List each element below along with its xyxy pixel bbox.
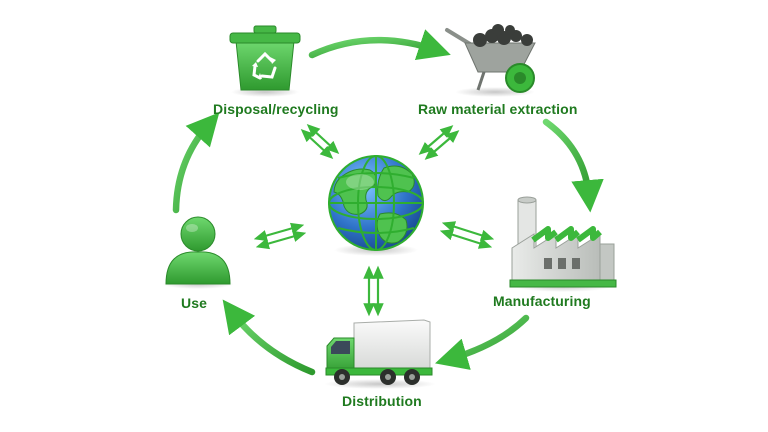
stage-label-manufacturing: Manufacturing	[493, 293, 591, 309]
link-arrows-manufacturing	[439, 221, 495, 249]
delivery-truck-icon	[324, 319, 436, 389]
cycle-arrow-disposal-to-raw	[308, 29, 451, 61]
link-arrows-raw	[418, 125, 460, 160]
cycle-arrow-use-to-disposal	[172, 112, 220, 214]
cycle-arrow-distribution-to-use	[222, 299, 316, 376]
stage-label-distribution: Distribution	[342, 393, 422, 409]
cycle-arrow-manufacturing-to-distribution	[435, 314, 530, 370]
link-arrows-distribution	[363, 265, 384, 317]
stage-label-raw-material-extraction: Raw material extraction	[418, 101, 578, 117]
wheelbarrow-icon	[445, 24, 536, 97]
recycling-bin-icon	[229, 25, 301, 97]
link-arrows-disposal	[300, 124, 340, 159]
stage-label-use: Use	[181, 295, 207, 311]
globe-icon	[328, 155, 424, 256]
cycle-arrow-raw-to-manufacturing	[542, 118, 604, 213]
person-icon	[162, 216, 234, 289]
link-arrows-use	[253, 222, 307, 250]
stage-label-disposal-recycling: Disposal/recycling	[213, 101, 339, 117]
factory-icon	[509, 196, 617, 292]
